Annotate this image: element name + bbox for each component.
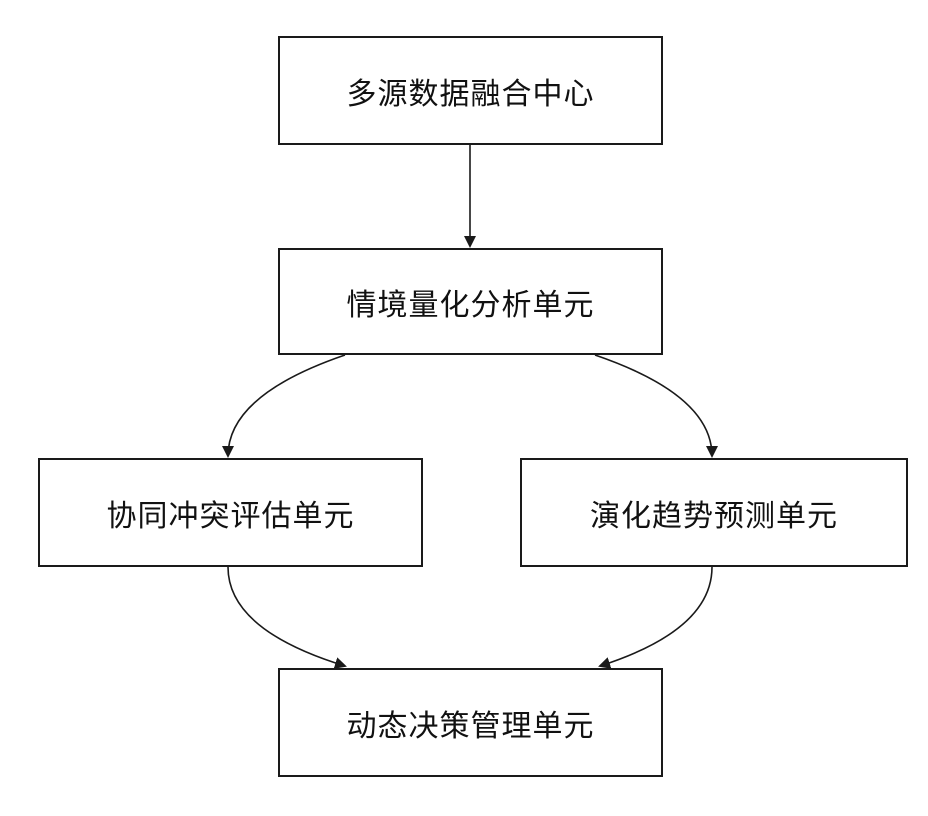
arrow-conflict-to-decision bbox=[228, 567, 345, 666]
arrow-situation-to-trend bbox=[595, 355, 712, 456]
node-situation-analysis-label: 情境量化分析单元 bbox=[347, 280, 595, 324]
node-trend-prediction-label: 演化趋势预测单元 bbox=[590, 491, 838, 535]
arrow-trend-to-decision bbox=[600, 567, 712, 666]
node-fusion-center: 多源数据融合中心 bbox=[278, 36, 663, 145]
node-fusion-center-label: 多源数据融合中心 bbox=[347, 69, 595, 113]
node-decision-management-label: 动态决策管理单元 bbox=[347, 701, 595, 745]
node-situation-analysis: 情境量化分析单元 bbox=[278, 248, 663, 355]
node-decision-management: 动态决策管理单元 bbox=[278, 668, 663, 777]
node-trend-prediction: 演化趋势预测单元 bbox=[520, 458, 908, 567]
node-conflict-assessment: 协同冲突评估单元 bbox=[38, 458, 423, 567]
node-conflict-assessment-label: 协同冲突评估单元 bbox=[107, 491, 355, 535]
arrow-situation-to-conflict bbox=[228, 355, 345, 456]
